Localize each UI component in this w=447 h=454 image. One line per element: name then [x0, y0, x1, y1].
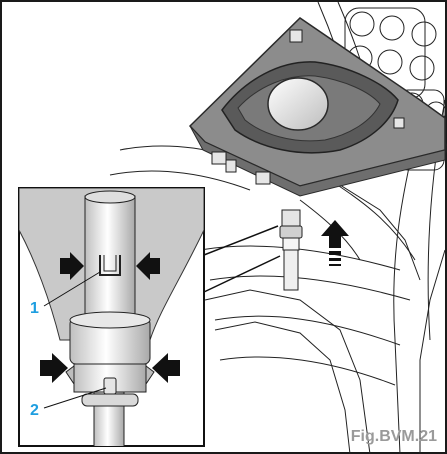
gear-lever-tube: [84, 195, 136, 321]
retaining-clip-1: [99, 255, 121, 276]
squeeze-arrows-clip: [60, 252, 160, 280]
callout-2: 2: [30, 402, 39, 419]
detail-inset: [18, 187, 205, 447]
callout-2-leader: [43, 387, 107, 409]
squeeze-arrows-collar: [40, 353, 180, 383]
console-body: [204, 169, 446, 454]
detail-leader-line: [203, 225, 279, 256]
callout-1: 1: [30, 300, 39, 317]
figure-caption: Fig.BVM.21: [350, 428, 437, 445]
frame-clip: [211, 151, 227, 165]
lift-up-arrow: [321, 220, 349, 266]
callout-1-leader: [43, 271, 101, 307]
shift-knob: [267, 77, 329, 131]
release-button-2: [103, 377, 117, 395]
